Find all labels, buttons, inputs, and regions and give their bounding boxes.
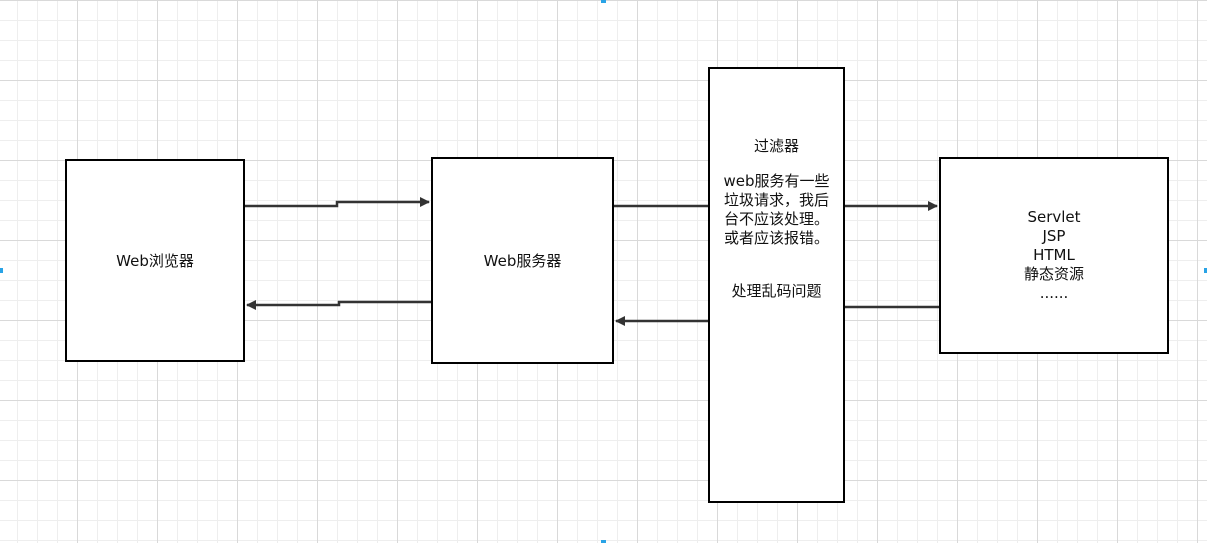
node-filter[interactable]: 过滤器 web服务有一些 垃圾请求，我后 台不应该处理。 或者应该报错。 处理乱… bbox=[708, 67, 845, 503]
node-resources-item: 静态资源 bbox=[1023, 265, 1084, 283]
edge-server-to-browser[interactable] bbox=[246, 300, 431, 310]
node-resources-item: JSP bbox=[1042, 227, 1066, 245]
node-web-server[interactable]: Web服务器 bbox=[431, 157, 614, 364]
selection-handle-right[interactable] bbox=[1204, 268, 1207, 273]
selection-handle-left[interactable] bbox=[0, 268, 3, 273]
node-filter-description-line: 或者应该报错。 bbox=[723, 229, 829, 247]
node-filter-title: 过滤器 bbox=[753, 137, 799, 155]
node-resources-item: ...... bbox=[1039, 284, 1069, 302]
node-resources-item: HTML bbox=[1033, 246, 1075, 264]
node-web-server-label: Web服务器 bbox=[483, 252, 562, 270]
node-filter-description: web服务有一些 垃圾请求，我后 台不应该处理。 或者应该报错。 bbox=[722, 172, 832, 248]
selection-handle-bottom[interactable] bbox=[601, 540, 606, 543]
node-resources[interactable]: Servlet JSP HTML 静态资源 ...... bbox=[939, 157, 1169, 354]
selection-handle-top[interactable] bbox=[601, 0, 606, 3]
node-web-browser[interactable]: Web浏览器 bbox=[65, 159, 245, 362]
edge-browser-to-server[interactable] bbox=[245, 197, 430, 208]
node-resources-list: Servlet JSP HTML 静态资源 ...... bbox=[1024, 208, 1084, 303]
node-resources-item: Servlet bbox=[1027, 208, 1081, 226]
node-filter-description-line: 台不应该处理。 bbox=[723, 210, 829, 228]
node-filter-description-line: 垃圾请求，我后 bbox=[723, 191, 829, 209]
node-filter-extra: 处理乱码问题 bbox=[731, 282, 822, 300]
node-web-browser-label: Web浏览器 bbox=[116, 252, 194, 270]
node-filter-description-line: web服务有一些 bbox=[723, 172, 830, 190]
